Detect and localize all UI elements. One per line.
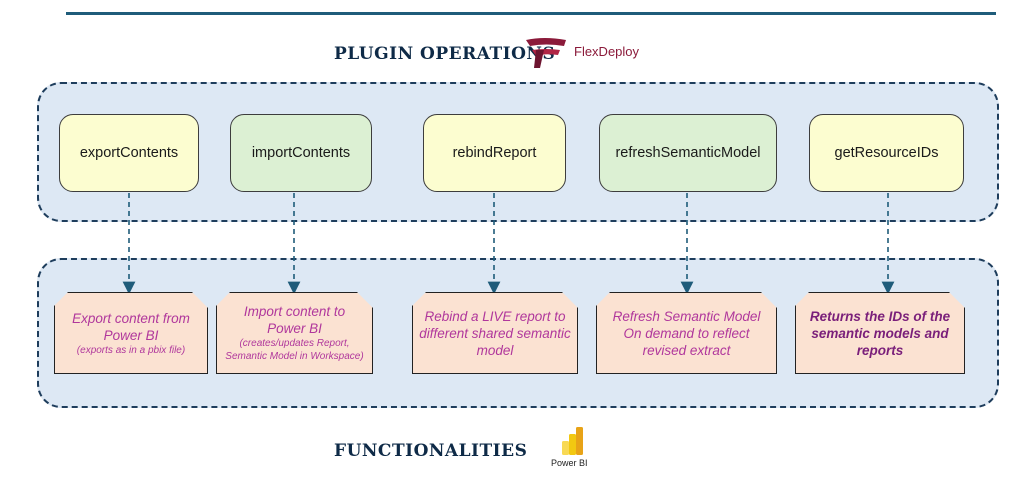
fn-export-main: Export content from Power BI [72,310,190,343]
op-rebind-report: rebindReport [423,114,566,192]
fn-getids-main: Returns the IDs of the semantic models a… [809,308,951,358]
fn-export-content: Export content from Power BI (exports as… [54,292,208,374]
op-get-resource-ids: getResourceIDs [809,114,964,192]
fn-refresh-main: Refresh Semantic Model On demand to refl… [612,308,761,358]
op-refresh-semantic-model: refreshSemanticModel [599,114,777,192]
powerbi-logo-icon [562,427,583,455]
flexdeploy-logo-icon [526,38,566,68]
top-rule [66,12,996,15]
powerbi-label: Power BI [551,458,588,468]
fn-import-main: Import content to Power BI [243,304,346,336]
fn-import-content: Import content to Power BI (creates/upda… [216,292,373,374]
fn-get-resource-ids: Returns the IDs of the semantic models a… [795,292,965,374]
functionalities-heading: FUNCTIONALITIES [334,441,528,461]
fn-export-note: (exports as in a pbix file) [76,344,186,356]
fn-refresh-model: Refresh Semantic Model On demand to refl… [596,292,777,374]
fn-import-note: (creates/updates Report, Semantic Model … [225,338,364,362]
plugin-operations-heading: PLUGIN OPERATIONS [334,44,556,64]
fn-rebind-report: Rebind a LIVE report to different shared… [412,292,578,374]
op-export-contents: exportContents [59,114,199,192]
fn-rebind-main: Rebind a LIVE report to different shared… [419,308,571,358]
flexdeploy-brand-text: FlexDeploy [574,44,640,59]
op-import-contents: importContents [230,114,372,192]
